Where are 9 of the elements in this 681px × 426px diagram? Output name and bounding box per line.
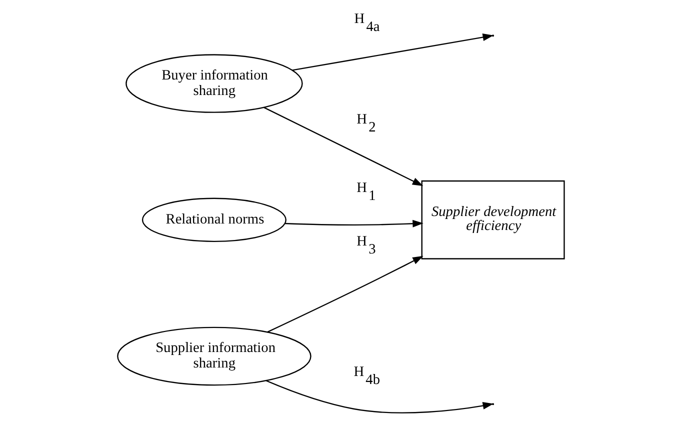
node-box: Supplier development efficiency <box>420 180 564 260</box>
arrow <box>284 220 423 228</box>
arrow <box>292 34 494 71</box>
node-ellipse: Supplier information sharing <box>116 326 311 386</box>
node-ellipse: Buyer information sharing <box>125 54 302 113</box>
node-ellipse: Relational norms <box>141 198 286 242</box>
arrow <box>263 106 423 186</box>
arrow <box>266 256 423 333</box>
arrow <box>265 380 494 414</box>
